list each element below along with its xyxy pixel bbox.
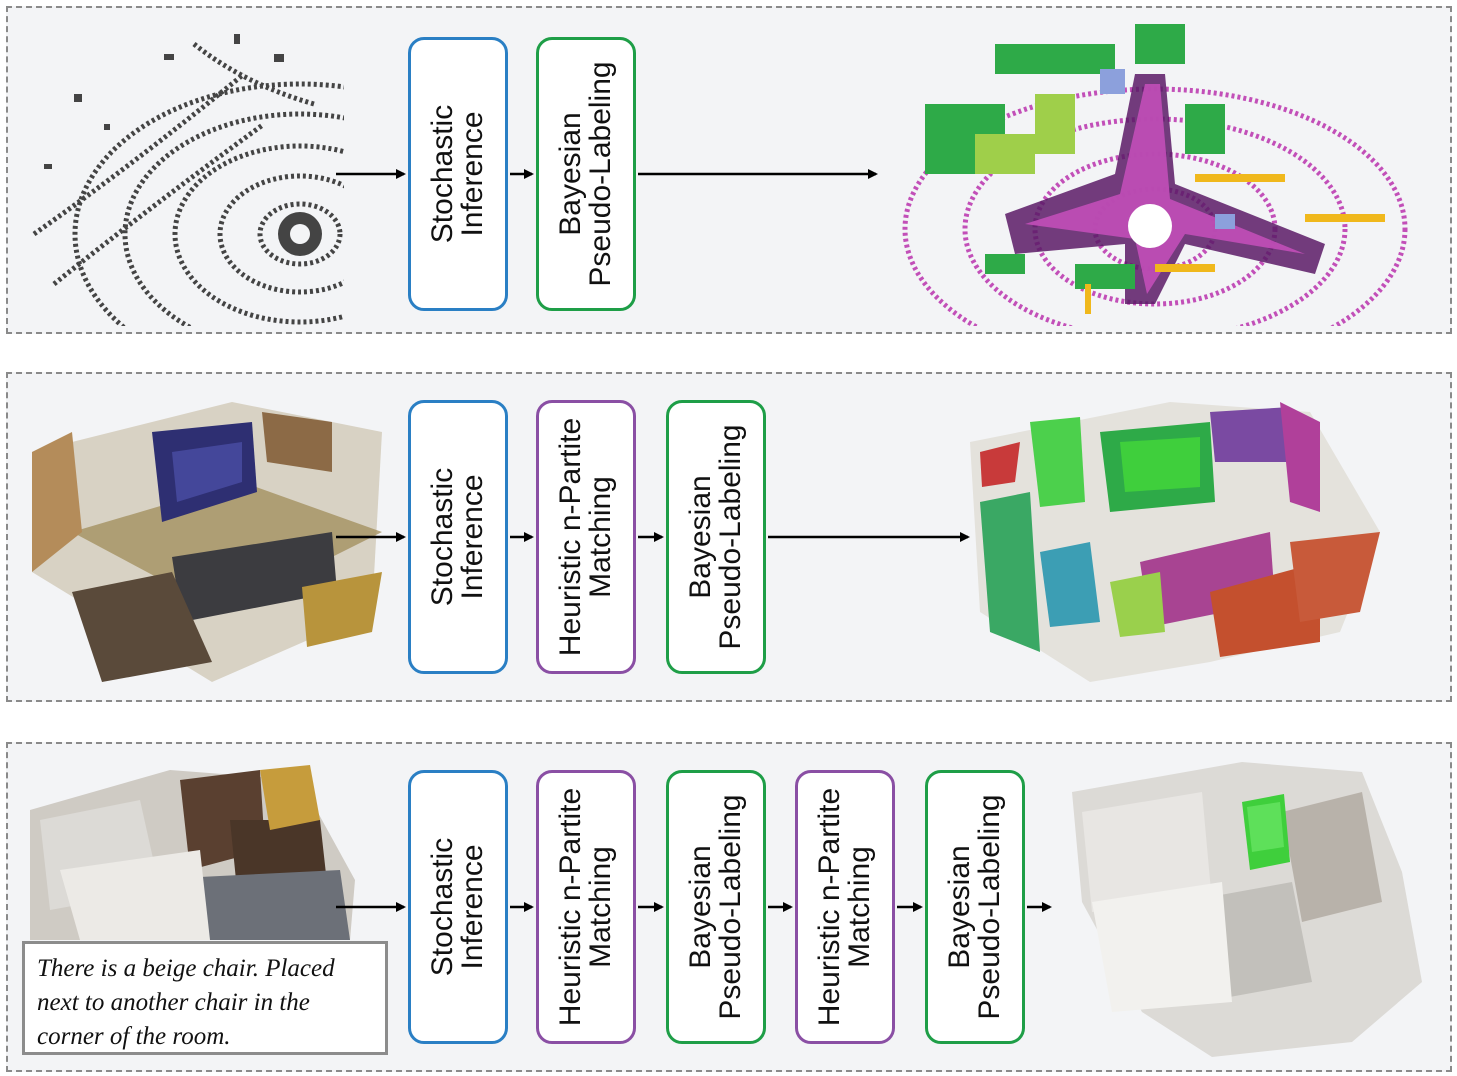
step-stochastic-inference: Stochastic Inference <box>408 770 508 1044</box>
step-label: Bayesian Pseudo-Labeling <box>943 794 1006 1020</box>
segmented-indoor-scene <box>970 402 1380 682</box>
step-bayesian-pseudo-labeling: Bayesian Pseudo-Labeling <box>925 770 1025 1044</box>
step-label: Stochastic Inference <box>426 467 489 607</box>
step-stochastic-inference: Stochastic Inference <box>408 37 508 311</box>
step-label: Bayesian Pseudo-Labeling <box>684 794 747 1020</box>
grounded-scene-result <box>1072 762 1422 1057</box>
step-label: Heuristic n-Partite Matching <box>554 787 617 1027</box>
grounding-query-caption: There is a beige chair. Placed next to a… <box>22 941 388 1055</box>
step-label: Heuristic n-Partite Matching <box>554 417 617 657</box>
step-bayesian-pseudo-labeling: Bayesian Pseudo-Labeling <box>666 400 766 674</box>
raw-indoor-scene <box>32 402 382 682</box>
raw-grounding-scene <box>30 765 355 940</box>
raw-lidar-pointcloud <box>32 34 344 326</box>
step-bayesian-pseudo-labeling: Bayesian Pseudo-Labeling <box>666 770 766 1044</box>
step-label: Heuristic n-Partite Matching <box>813 787 876 1027</box>
segmented-lidar-pointcloud <box>902 24 1408 326</box>
step-heuristic-partite-matching: Heuristic n-Partite Matching <box>536 770 636 1044</box>
step-heuristic-partite-matching: Heuristic n-Partite Matching <box>536 400 636 674</box>
step-label: Bayesian Pseudo-Labeling <box>554 61 617 287</box>
step-heuristic-partite-matching: Heuristic n-Partite Matching <box>795 770 895 1044</box>
step-label: Stochastic Inference <box>426 104 489 244</box>
step-label: Stochastic Inference <box>426 837 489 977</box>
step-label: Bayesian Pseudo-Labeling <box>684 424 747 650</box>
step-stochastic-inference: Stochastic Inference <box>408 400 508 674</box>
step-bayesian-pseudo-labeling: Bayesian Pseudo-Labeling <box>536 37 636 311</box>
